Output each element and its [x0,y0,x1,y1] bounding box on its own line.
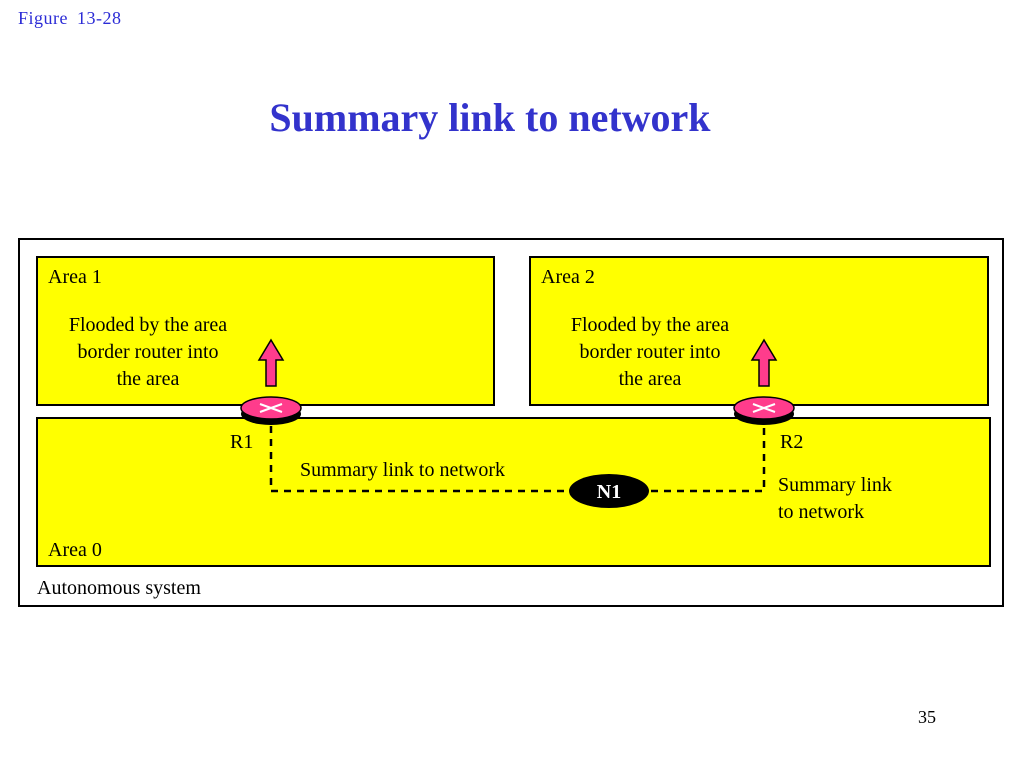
area-2-label: Area 2 [541,266,595,288]
summary-link-right-label-line: Summary link [778,474,892,496]
figure-label: Figure 13-28 [18,8,122,28]
router-r1-icon [240,396,302,425]
summary-link-right [651,426,766,493]
area-1-caption-line: the area [116,368,180,390]
area-2-caption-line: border router into [579,341,721,363]
up-arrow-icon [750,338,778,387]
summary-link-right-label-line: to network [778,501,864,523]
area-0-box: Area 0 [36,417,991,567]
area-1-caption-line: Flooded by the area [68,314,228,336]
area-0-label: Area 0 [48,539,102,561]
autonomous-system-label: Autonomous system [37,577,201,599]
page-number: 35 [918,707,936,727]
area-1-caption-line: border router into [77,341,219,363]
network-n1-label: N1 [597,481,621,503]
area-1-label: Area 1 [48,266,102,288]
area-2-caption-line: Flooded by the area [570,314,730,336]
summary-link-left [269,426,568,493]
area-1-caption: Flooded by the area border router into t… [38,312,258,393]
router-r2-icon [733,396,795,425]
router-r1-label: R1 [230,431,253,453]
summary-link-left-label: Summary link to network [300,459,505,481]
area-2-caption-line: the area [618,368,682,390]
page-title: Summary link to network [269,95,711,140]
router-r2-label: R2 [780,431,803,453]
area-2-caption: Flooded by the area border router into t… [531,312,769,393]
network-n1-node: N1 [569,474,649,508]
up-arrow-icon [257,338,285,387]
